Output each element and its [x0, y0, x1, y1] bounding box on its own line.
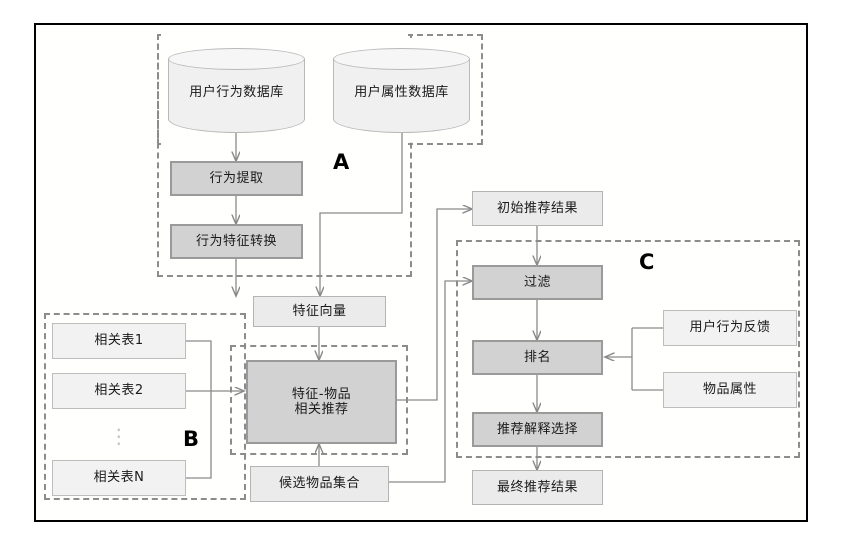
node-rec-explanation-select[interactable]: 推荐解释选择 [472, 412, 603, 447]
node-label: 特征向量 [292, 303, 347, 319]
node-label: 相关表2 [94, 383, 144, 399]
node-filter[interactable]: 过滤 [472, 265, 603, 300]
node-label: 相关表N [93, 470, 145, 486]
ellipsis-glyph: ⋮ [108, 424, 130, 448]
cylinder-top [333, 48, 470, 70]
node-user-behavior-db[interactable]: 用户行为数据库 [168, 48, 305, 133]
node-behavior-feature-transform[interactable]: 行为特征转换 [170, 224, 303, 259]
cylinder-top [168, 48, 305, 70]
node-label: 用户属性数据库 [354, 85, 449, 100]
node-label: 行为特征转换 [195, 233, 277, 249]
node-relation-table-n[interactable]: 相关表N [52, 460, 186, 496]
group-box-b [44, 313, 246, 500]
node-user-behavior-feedback[interactable]: 用户行为反馈 [663, 310, 797, 346]
node-feature-item-rec[interactable]: 特征-物品 相关推荐 [246, 360, 397, 444]
node-label: 特征-物品 相关推荐 [291, 386, 352, 417]
node-ranking[interactable]: 排名 [472, 340, 603, 375]
node-label: 行为提取 [209, 170, 264, 186]
node-label: 最终推荐结果 [496, 479, 578, 495]
group-a-mask-inner [161, 140, 408, 150]
node-item-attributes[interactable]: 物品属性 [663, 372, 797, 408]
node-relation-table-2[interactable]: 相关表2 [52, 373, 186, 409]
node-feature-vector[interactable]: 特征向量 [253, 296, 386, 327]
node-label: 用户行为数据库 [189, 85, 284, 100]
group-a-label: A [333, 150, 350, 174]
node-label: 推荐解释选择 [496, 421, 578, 437]
node-user-attr-db[interactable]: 用户属性数据库 [333, 48, 470, 133]
node-initial-rec-result[interactable]: 初始推荐结果 [472, 191, 603, 226]
group-c-label: C [639, 250, 655, 274]
relation-tables-ellipsis: ⋮ [104, 415, 134, 457]
node-candidate-item-set[interactable]: 候选物品集合 [250, 466, 389, 502]
node-label: 候选物品集合 [278, 476, 360, 492]
node-label: 排名 [523, 349, 551, 365]
node-label: 物品属性 [702, 382, 757, 398]
group-a-mask-top [161, 30, 408, 39]
group-b-label: B [183, 427, 200, 451]
node-behavior-extract[interactable]: 行为提取 [170, 161, 303, 196]
node-relation-table-1[interactable]: 相关表1 [52, 323, 186, 359]
node-final-rec-result[interactable]: 最终推荐结果 [472, 470, 603, 505]
node-label: 相关表1 [94, 333, 144, 349]
node-label: 过滤 [523, 274, 551, 290]
node-label: 初始推荐结果 [496, 200, 578, 216]
node-label: 用户行为反馈 [689, 320, 771, 336]
